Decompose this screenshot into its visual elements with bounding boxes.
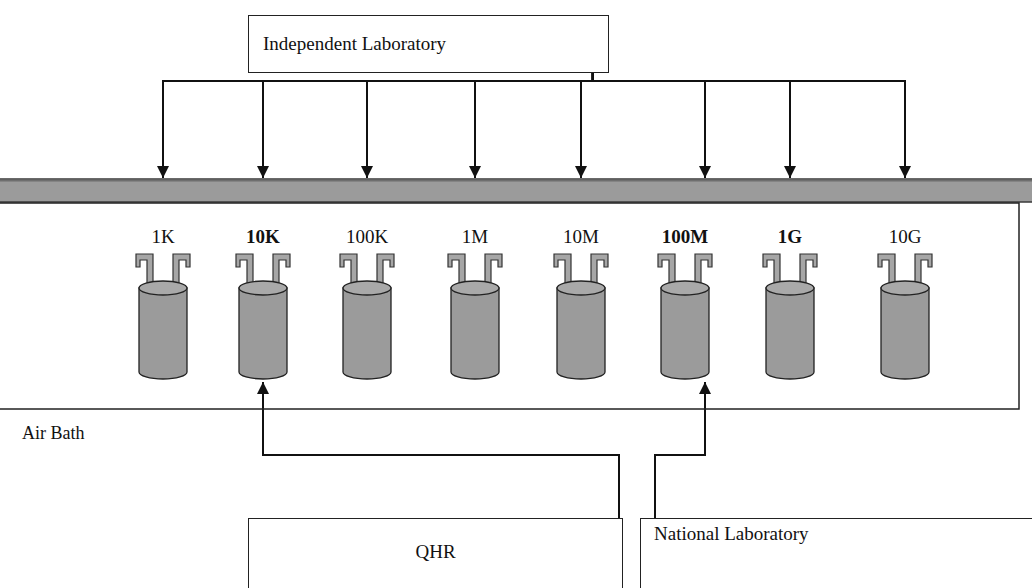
- laboratory-box: National Laboratory: [640, 518, 1032, 588]
- resistor-value: 100K: [346, 226, 388, 249]
- resistor-top: [661, 281, 709, 295]
- resistor-terminal: [448, 254, 465, 286]
- resistor-symbol: [440, 252, 510, 382]
- resistor-symbol: [128, 252, 198, 382]
- resistor-top: [557, 281, 605, 295]
- resistor-body: [139, 288, 187, 379]
- resistor-value: 1K: [151, 226, 174, 249]
- connector-arrow: [655, 382, 705, 518]
- qhr-box: QHR: [248, 518, 623, 588]
- connector-arrow: [581, 73, 593, 178]
- resistor-body: [766, 288, 814, 379]
- connector-arrow: [163, 73, 593, 178]
- resistor-symbol: [755, 252, 825, 382]
- resistor: 1G: [755, 225, 825, 382]
- resistor: 10G: [870, 225, 940, 382]
- resistor-terminal: [763, 254, 780, 286]
- resistor-symbol: [546, 252, 616, 382]
- resistor-value: 1G: [778, 226, 802, 249]
- connector-arrow: [263, 382, 619, 518]
- resistor-body: [343, 288, 391, 379]
- resistor: 10K: [228, 225, 298, 382]
- resistor-terminal: [695, 254, 712, 286]
- resistor-top: [343, 281, 391, 295]
- resistor-terminal: [800, 254, 817, 286]
- resistor-symbol: [650, 252, 720, 382]
- lid-bar: [0, 179, 1032, 202]
- resistor-top: [451, 281, 499, 295]
- resistor-terminal: [236, 254, 253, 286]
- resistor-value: 10M: [563, 226, 599, 249]
- resistor-body: [661, 288, 709, 379]
- connector-arrow: [263, 73, 593, 178]
- resistor: 1K: [128, 225, 198, 382]
- resistor-value: 100M: [662, 226, 708, 249]
- laboratory-box: Independent Laboratory: [248, 15, 609, 73]
- resistor-value: 1M: [462, 226, 488, 249]
- connector-arrow: [593, 73, 790, 178]
- resistor: 1M: [440, 225, 510, 382]
- resistor-terminal: [485, 254, 502, 286]
- air-bath-wall: [0, 203, 1019, 409]
- resistor-top: [881, 281, 929, 295]
- connector-arrow: [475, 73, 593, 178]
- connector-arrow: [593, 73, 705, 178]
- resistor-terminal: [136, 254, 153, 286]
- bath-label: Air Bath: [22, 423, 85, 445]
- resistor-terminal: [878, 254, 895, 286]
- resistor-terminal: [658, 254, 675, 286]
- resistor-terminal: [591, 254, 608, 286]
- resistor-body: [451, 288, 499, 379]
- resistor: 100M: [650, 225, 720, 382]
- resistor-top: [766, 281, 814, 295]
- lid-edge: [0, 180, 1032, 182]
- connector-arrow: [367, 73, 593, 178]
- resistor-body: [881, 288, 929, 379]
- resistor-symbol: [228, 252, 298, 382]
- resistor-terminal: [915, 254, 932, 286]
- air-bath: Air Bath1K10K100K1M10M100M1G10G: [0, 178, 1020, 410]
- resistor: 100K: [332, 225, 402, 382]
- resistor: 10M: [546, 225, 616, 382]
- resistor-top: [239, 281, 287, 295]
- resistor-body: [239, 288, 287, 379]
- connector-arrow: [593, 73, 905, 178]
- resistor-body: [557, 288, 605, 379]
- resistor-terminal: [173, 254, 190, 286]
- resistor-terminal: [554, 254, 571, 286]
- resistor-terminal: [340, 254, 357, 286]
- resistor-value: 10G: [889, 226, 922, 249]
- resistor-symbol: [332, 252, 402, 382]
- resistor-value: 10K: [246, 226, 280, 249]
- resistor-top: [139, 281, 187, 295]
- box-label: Independent Laboratory: [263, 33, 446, 56]
- resistor-terminal: [377, 254, 394, 286]
- box-label: QHR: [415, 541, 455, 564]
- resistor-symbol: [870, 252, 940, 382]
- resistor-terminal: [273, 254, 290, 286]
- box-label: National Laboratory: [654, 523, 809, 546]
